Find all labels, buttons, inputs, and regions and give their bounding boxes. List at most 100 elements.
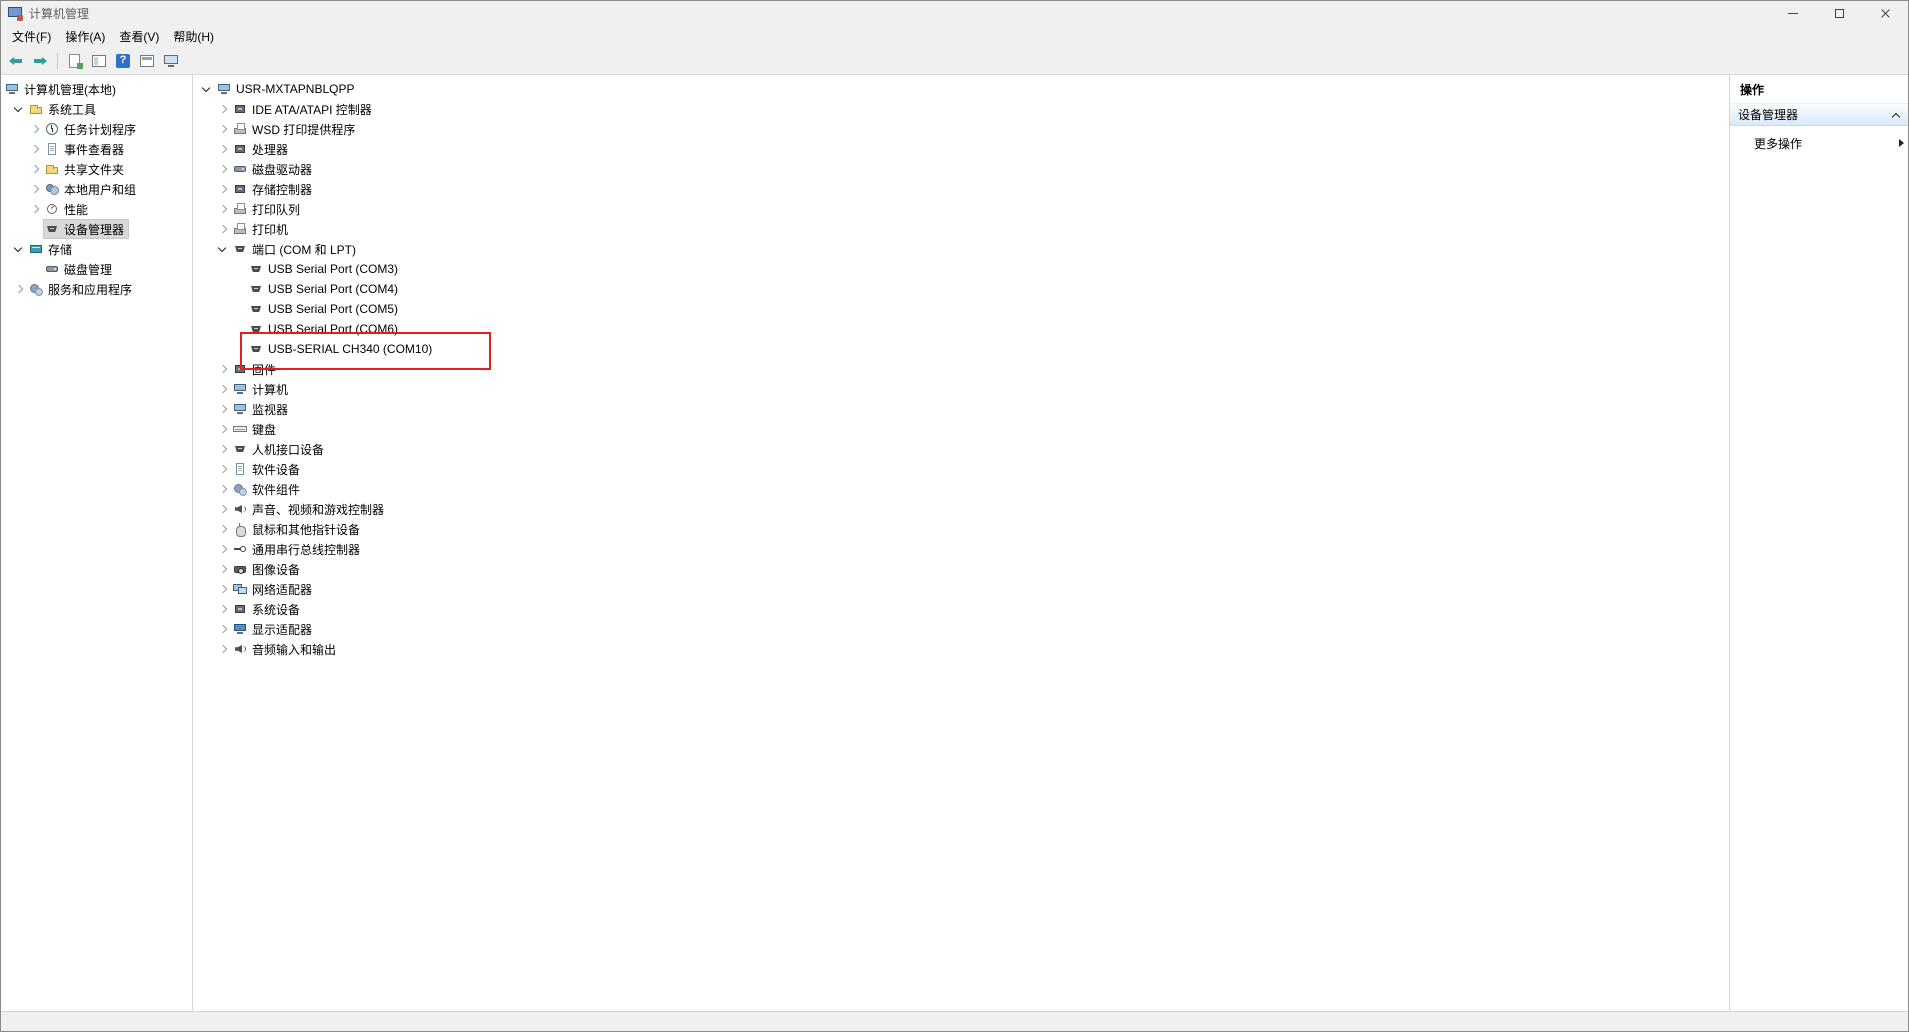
tree-item-body[interactable]: 处理器 bbox=[231, 139, 293, 159]
tree-item-body[interactable]: WSD 打印提供程序 bbox=[231, 119, 360, 139]
tree-item[interactable]: USB-SERIAL CH340 (COM10) bbox=[193, 339, 1729, 359]
collapse-section-icon[interactable] bbox=[1890, 109, 1902, 121]
tree-item[interactable]: 磁盘管理 bbox=[1, 259, 192, 279]
tree-item[interactable]: USB Serial Port (COM3) bbox=[193, 259, 1729, 279]
tree-item[interactable]: 磁盘驱动器 bbox=[193, 159, 1729, 179]
tree-item[interactable]: 任务计划程序 bbox=[1, 119, 192, 139]
tree-item[interactable]: 固件 bbox=[193, 359, 1729, 379]
back-arrow-button[interactable] bbox=[5, 50, 27, 72]
expand-chevron-icon[interactable] bbox=[215, 499, 231, 519]
close-button[interactable] bbox=[1862, 1, 1908, 25]
tree-item-body[interactable]: 声音、视频和游戏控制器 bbox=[231, 499, 389, 519]
tree-item[interactable]: 打印队列 bbox=[193, 199, 1729, 219]
tree-item-body[interactable]: 服务和应用程序 bbox=[27, 279, 137, 299]
tree-item-body[interactable]: 监视器 bbox=[231, 399, 293, 419]
expand-chevron-icon[interactable] bbox=[215, 439, 231, 459]
tree-item-body[interactable]: 共享文件夹 bbox=[43, 159, 129, 179]
help-button[interactable] bbox=[112, 50, 134, 72]
menu-item[interactable]: 查看(V) bbox=[119, 30, 160, 44]
tree-item[interactable]: 系统工具 bbox=[1, 99, 192, 119]
tree-item[interactable]: 系统设备 bbox=[193, 599, 1729, 619]
expand-chevron-icon[interactable] bbox=[215, 119, 231, 139]
tree-item-body[interactable]: 软件设备 bbox=[231, 459, 305, 479]
expand-chevron-icon[interactable] bbox=[215, 519, 231, 539]
expand-chevron-icon[interactable] bbox=[215, 479, 231, 499]
tree-item-body[interactable]: 性能 bbox=[43, 199, 93, 219]
tree-item[interactable]: 显示适配器 bbox=[193, 619, 1729, 639]
tree-item[interactable]: 图像设备 bbox=[193, 559, 1729, 579]
tree-item[interactable]: 服务和应用程序 bbox=[1, 279, 192, 299]
more-actions-item[interactable]: 更多操作 bbox=[1730, 132, 1908, 154]
expand-chevron-icon[interactable] bbox=[215, 199, 231, 219]
expand-chevron-icon[interactable] bbox=[215, 579, 231, 599]
tree-item[interactable]: 性能 bbox=[1, 199, 192, 219]
tree-item[interactable]: 软件组件 bbox=[193, 479, 1729, 499]
tree-item[interactable]: 计算机管理(本地) bbox=[1, 79, 192, 99]
tree-item-body[interactable]: IDE ATA/ATAPI 控制器 bbox=[231, 99, 377, 119]
tree-item-body[interactable]: USB-SERIAL CH340 (COM10) bbox=[247, 339, 437, 359]
expand-chevron-icon[interactable] bbox=[215, 619, 231, 639]
tree-item-body[interactable]: 事件查看器 bbox=[43, 139, 129, 159]
tree-item[interactable]: USB Serial Port (COM6) bbox=[193, 319, 1729, 339]
tree-item-body[interactable]: 存储控制器 bbox=[231, 179, 317, 199]
tree-item[interactable]: 设备管理器 bbox=[1, 219, 192, 239]
expand-chevron-icon[interactable] bbox=[215, 399, 231, 419]
tree-item[interactable]: 通用串行总线控制器 bbox=[193, 539, 1729, 559]
tree-item[interactable]: USR-MXTAPNBLQPP bbox=[193, 79, 1729, 99]
tree-item[interactable]: 存储控制器 bbox=[193, 179, 1729, 199]
expand-chevron-icon[interactable] bbox=[215, 379, 231, 399]
tree-item-body[interactable]: 设备管理器 bbox=[43, 219, 130, 239]
tree-item[interactable]: 网络适配器 bbox=[193, 579, 1729, 599]
menu-item[interactable]: 操作(A) bbox=[65, 30, 106, 44]
tree-item[interactable]: 鼠标和其他指针设备 bbox=[193, 519, 1729, 539]
tree-item[interactable]: 计算机 bbox=[193, 379, 1729, 399]
tree-item-body[interactable]: 系统设备 bbox=[231, 599, 305, 619]
tree-item-body[interactable]: 计算机 bbox=[231, 379, 293, 399]
expand-chevron-icon[interactable] bbox=[215, 219, 231, 239]
tree-item[interactable]: 软件设备 bbox=[193, 459, 1729, 479]
menu-item[interactable]: 帮助(H) bbox=[173, 30, 214, 44]
console-tree-toggle-button[interactable] bbox=[88, 50, 110, 72]
expand-chevron-icon[interactable] bbox=[27, 179, 43, 199]
export-list-button[interactable] bbox=[64, 50, 86, 72]
expand-chevron-icon[interactable] bbox=[215, 359, 231, 379]
tree-item-body[interactable]: USB Serial Port (COM5) bbox=[247, 299, 403, 319]
collapse-chevron-icon[interactable] bbox=[215, 239, 231, 259]
tree-item[interactable]: 本地用户和组 bbox=[1, 179, 192, 199]
expand-chevron-icon[interactable] bbox=[215, 559, 231, 579]
tree-item-body[interactable]: 音频输入和输出 bbox=[231, 639, 341, 659]
collapse-chevron-icon[interactable] bbox=[199, 79, 215, 99]
tree-item[interactable]: 打印机 bbox=[193, 219, 1729, 239]
tree-item-body[interactable]: USB Serial Port (COM6) bbox=[247, 319, 403, 339]
forward-arrow-button[interactable] bbox=[29, 50, 51, 72]
expand-chevron-icon[interactable] bbox=[215, 179, 231, 199]
tree-item-body[interactable]: 系统工具 bbox=[27, 99, 101, 119]
tree-item-body[interactable]: 任务计划程序 bbox=[43, 119, 141, 139]
expand-chevron-icon[interactable] bbox=[11, 279, 27, 299]
tree-item-body[interactable]: 打印队列 bbox=[231, 199, 305, 219]
expand-chevron-icon[interactable] bbox=[215, 99, 231, 119]
tree-item[interactable]: 音频输入和输出 bbox=[193, 639, 1729, 659]
properties-button[interactable] bbox=[136, 50, 158, 72]
tree-item[interactable]: USB Serial Port (COM5) bbox=[193, 299, 1729, 319]
tree-item-body[interactable]: 通用串行总线控制器 bbox=[231, 539, 365, 559]
tree-item[interactable]: 处理器 bbox=[193, 139, 1729, 159]
tree-item[interactable]: USB Serial Port (COM4) bbox=[193, 279, 1729, 299]
action-pane-toggle-button[interactable] bbox=[160, 50, 182, 72]
tree-item-body[interactable]: 软件组件 bbox=[231, 479, 305, 499]
expand-chevron-icon[interactable] bbox=[215, 139, 231, 159]
expand-chevron-icon[interactable] bbox=[215, 459, 231, 479]
expand-chevron-icon[interactable] bbox=[27, 139, 43, 159]
tree-item-body[interactable]: 鼠标和其他指针设备 bbox=[231, 519, 365, 539]
tree-item-body[interactable]: 磁盘管理 bbox=[43, 259, 117, 279]
collapse-chevron-icon[interactable] bbox=[11, 99, 27, 119]
tree-item-body[interactable]: 显示适配器 bbox=[231, 619, 317, 639]
expand-chevron-icon[interactable] bbox=[215, 599, 231, 619]
tree-item-body[interactable]: 计算机管理(本地) bbox=[3, 79, 121, 99]
collapse-chevron-icon[interactable] bbox=[11, 239, 27, 259]
tree-item[interactable]: WSD 打印提供程序 bbox=[193, 119, 1729, 139]
actions-section-header[interactable]: 设备管理器 bbox=[1730, 103, 1908, 126]
tree-item-body[interactable]: 本地用户和组 bbox=[43, 179, 141, 199]
expand-chevron-icon[interactable] bbox=[27, 159, 43, 179]
tree-item[interactable]: 键盘 bbox=[193, 419, 1729, 439]
